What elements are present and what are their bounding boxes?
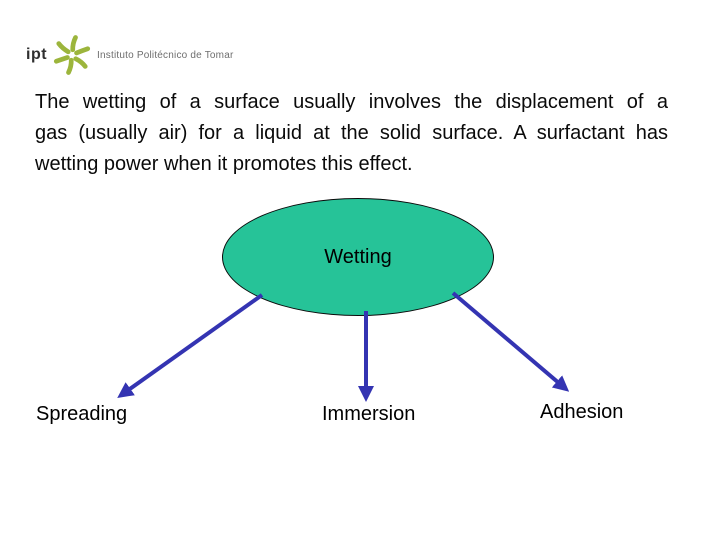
asterisk-flower-icon xyxy=(53,35,91,75)
label-immersion: Immersion xyxy=(322,403,416,425)
arrow-to-adhesion xyxy=(451,291,570,392)
wetting-ellipse-label: Wetting xyxy=(324,245,392,268)
body-text-line: The wetting of a surface usually involve… xyxy=(35,91,668,113)
logo: ipt Instituto Politécnico de Tomar xyxy=(26,33,234,77)
logo-full-name: Instituto Politécnico de Tomar xyxy=(97,49,234,61)
arrow-to-spreading xyxy=(117,293,264,398)
label-spreading: Spreading xyxy=(36,403,128,425)
body-text: The wetting of a surface usually involve… xyxy=(35,87,668,180)
label-adhesion: Adhesion xyxy=(540,401,624,423)
wetting-ellipse: Wetting xyxy=(222,198,494,316)
logo-short-name: ipt xyxy=(26,46,48,63)
body-text-line: gas (usually air) for a liquid at the so… xyxy=(35,122,668,144)
body-text-line: wetting power when it promotes this effe… xyxy=(35,153,413,175)
